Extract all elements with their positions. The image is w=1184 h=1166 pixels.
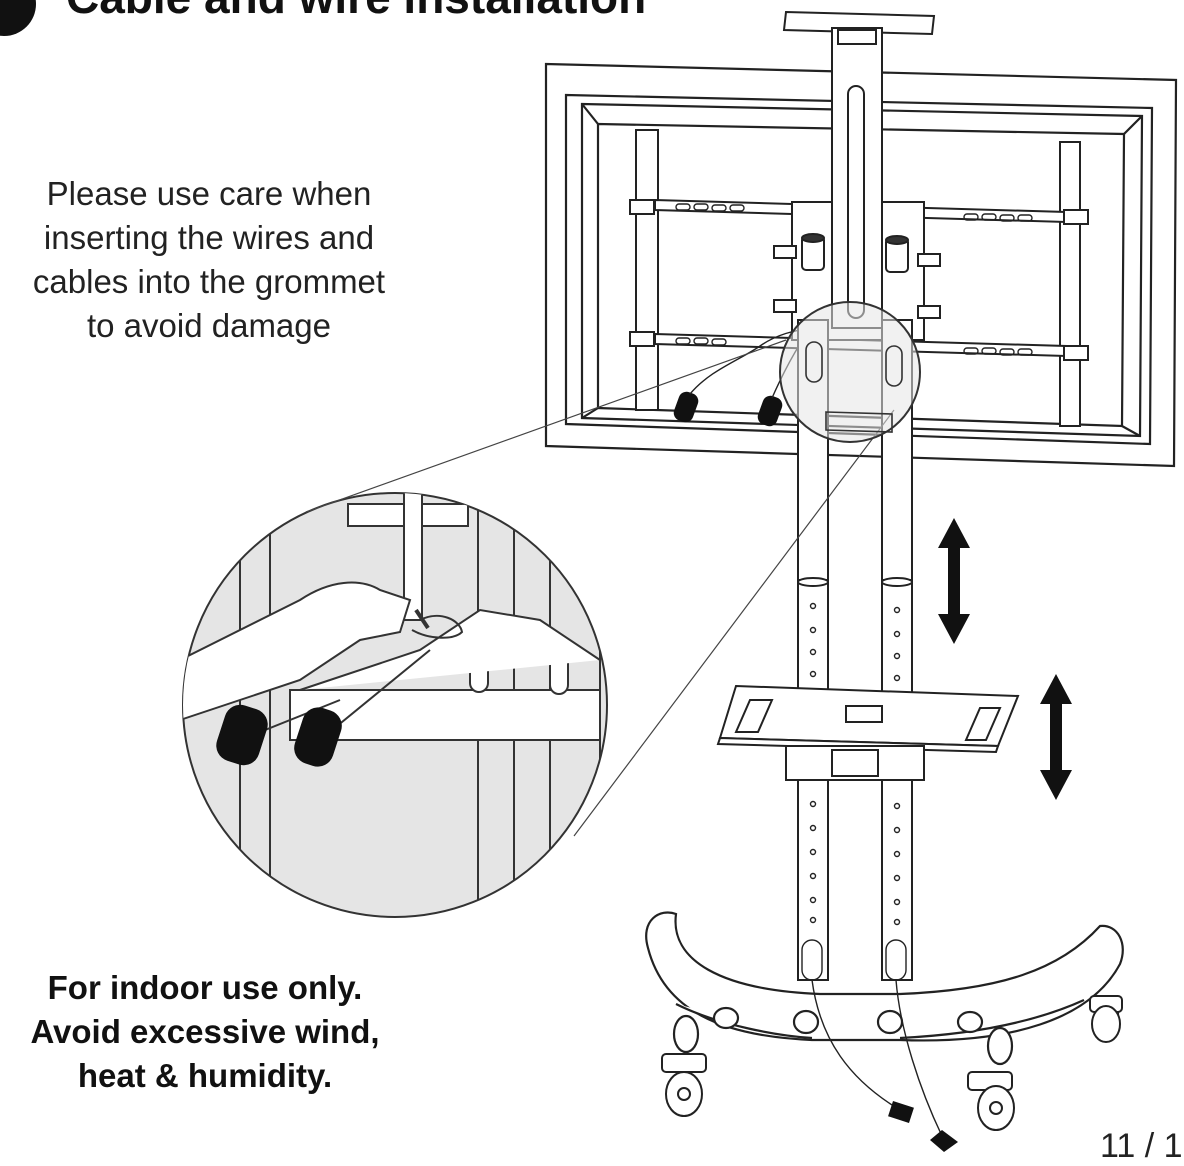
cable-ends-bottom	[888, 1100, 958, 1152]
cart-base	[645, 911, 1124, 1066]
shelf-arrow-icon	[1040, 674, 1072, 800]
height-arrow-icon	[938, 518, 970, 644]
bracket-slots	[675, 203, 1033, 356]
warning-line: heat & humidity.	[77, 1057, 333, 1094]
grommet-zoom-detail	[182, 339, 895, 918]
av-shelf	[716, 684, 1020, 781]
warning-line: Avoid excessive wind,	[30, 1013, 380, 1050]
warning-line: For indoor use only.	[47, 969, 363, 1006]
care-instruction: Please use care when inserting the wires…	[0, 172, 418, 348]
cable-plugs-top	[673, 391, 783, 427]
care-line: inserting the wires and	[43, 219, 375, 256]
care-line: to avoid damage	[86, 307, 331, 344]
care-line: Please use care when	[46, 175, 372, 212]
section-title: Cable and wire installation	[66, 0, 646, 20]
caster-wheels	[661, 995, 1123, 1131]
care-line: cables into the grommet	[32, 263, 386, 300]
grommet-source-circle	[779, 301, 921, 443]
indoor-use-warning: For indoor use only. Avoid excessive win…	[0, 966, 410, 1098]
top-tray	[782, 10, 936, 329]
page-number: 11 / 1	[1100, 1127, 1183, 1165]
